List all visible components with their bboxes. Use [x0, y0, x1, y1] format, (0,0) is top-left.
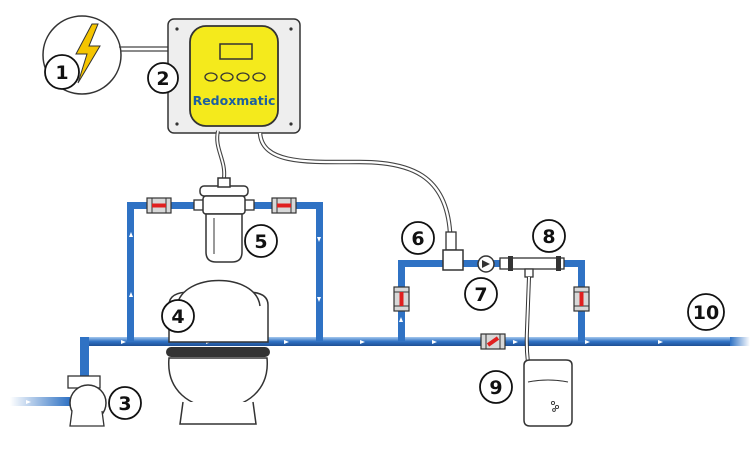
callout-9: 9 — [479, 370, 513, 404]
callout-1: 1 — [44, 54, 80, 90]
controller-button-3[interactable] — [236, 72, 250, 82]
svg-text:3: 3 — [118, 393, 131, 415]
callout-2: 2 — [147, 62, 179, 94]
controller-display — [219, 43, 253, 60]
controller-button-2[interactable] — [220, 72, 234, 82]
controller-button-1[interactable] — [204, 72, 218, 82]
svg-text:7: 7 — [474, 284, 487, 306]
valve-dosing-right[interactable] — [573, 286, 590, 312]
injection-tee — [499, 256, 565, 278]
cables — [215, 130, 453, 233]
svg-text:8: 8 — [542, 226, 555, 248]
filter-housing — [193, 177, 255, 263]
callout-6: 6 — [401, 221, 435, 255]
callout-5: 5 — [244, 224, 278, 258]
valve-dosing-left[interactable] — [393, 286, 410, 312]
svg-text:10: 10 — [693, 302, 719, 324]
brand-label: Redoxmatic — [193, 93, 276, 108]
callout-10: 10 — [687, 293, 725, 331]
pipework — [10, 202, 750, 406]
svg-text:5: 5 — [254, 231, 267, 253]
valve-bypass-main[interactable] — [480, 333, 506, 350]
lightning-icon — [75, 23, 101, 84]
callout-8: 8 — [532, 219, 566, 253]
controller-button-4[interactable] — [252, 72, 266, 82]
callout-7: 7 — [464, 277, 498, 311]
sand-filter — [166, 279, 270, 425]
svg-text:1: 1 — [55, 62, 68, 84]
svg-text:6: 6 — [411, 228, 424, 250]
svg-text:2: 2 — [156, 68, 169, 90]
callout-3: 3 — [108, 386, 142, 420]
pump — [67, 375, 107, 427]
valve-filter-right[interactable] — [271, 197, 297, 214]
chemical-container — [523, 276, 573, 427]
check-valve — [477, 255, 495, 273]
redoxmatic-controller: Redoxmatic — [167, 18, 301, 134]
callout-4: 4 — [161, 299, 195, 333]
valve-filter-left[interactable] — [146, 197, 172, 214]
sensor-fitting — [442, 231, 464, 271]
svg-text:9: 9 — [489, 377, 502, 399]
svg-text:4: 4 — [171, 306, 184, 328]
